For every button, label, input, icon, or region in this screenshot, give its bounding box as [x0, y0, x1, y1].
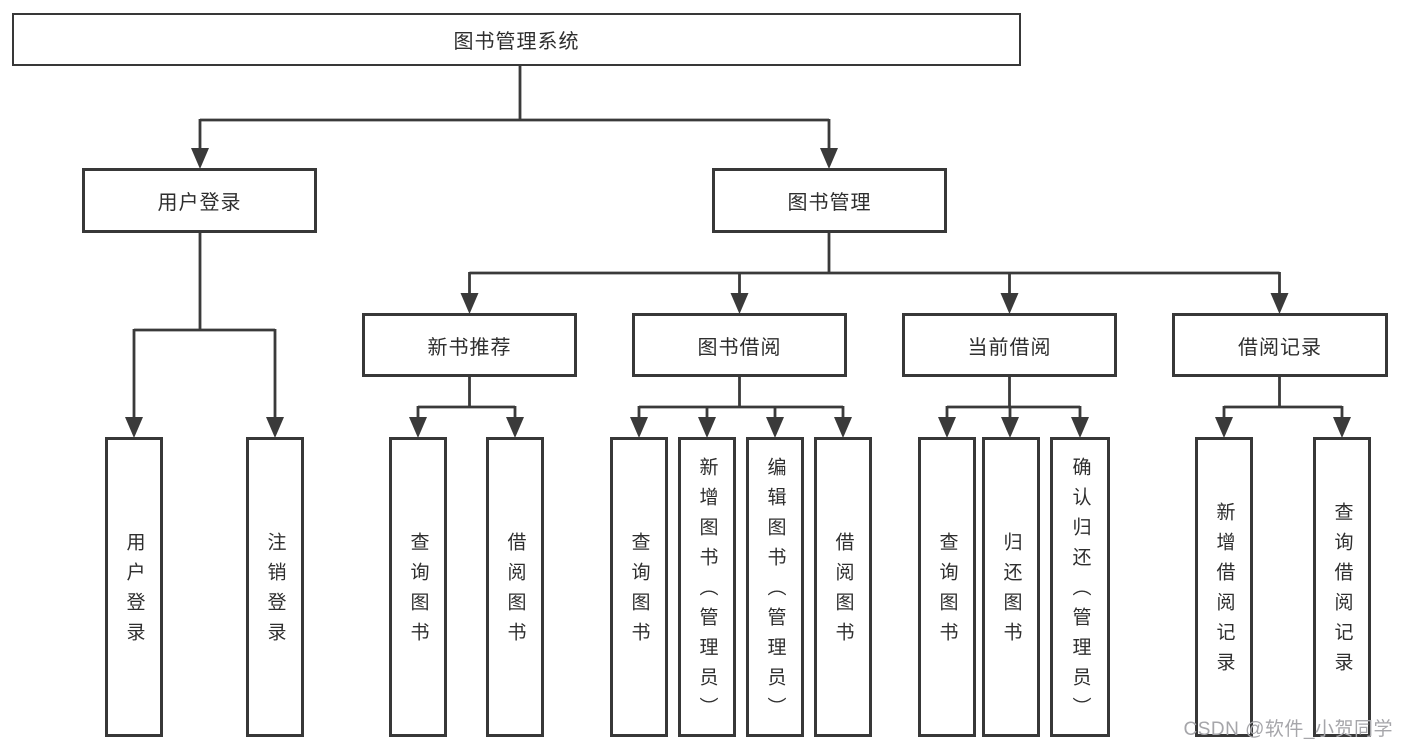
leaf-user-login-label: 用户登录	[123, 532, 145, 652]
arrowhead-b1	[409, 417, 427, 438]
arrowheads	[125, 148, 1351, 438]
leaf-add-borrow-record-label: 新增借阅记录	[1213, 502, 1235, 682]
arrowhead-c4	[834, 417, 852, 438]
node-book-mgmt-label: 图书管理	[787, 192, 872, 214]
leaf-return-books-label: 归还图书	[1000, 532, 1022, 652]
node-book-mgmt: 图书管理	[712, 168, 947, 233]
node-root: 图书管理系统	[12, 13, 1021, 66]
arrowhead-a2	[266, 417, 284, 438]
arrowhead-user-login	[191, 148, 209, 169]
leaf-confirm-return-admin: 确认归还（管理员）	[1050, 437, 1110, 737]
leaf-logout-label: 注销登录	[264, 532, 286, 652]
arrowhead-new-books	[460, 293, 479, 314]
node-records-label: 借阅记录	[1238, 336, 1322, 359]
leaf-query-books-current: 查询图书	[918, 437, 976, 737]
leaf-query-books-newrec: 查询图书	[389, 437, 447, 737]
node-user-login-label: 用户登录	[157, 192, 242, 214]
leaf-user-login: 用户登录	[105, 437, 163, 737]
leaf-add-books-admin-label: 新增图书（管理员）	[696, 457, 718, 727]
node-borrowing-label: 图书借阅	[697, 336, 782, 359]
node-current: 当前借阅	[902, 313, 1117, 377]
leaf-add-borrow-record: 新增借阅记录	[1195, 437, 1253, 737]
node-current-label: 当前借阅	[967, 336, 1052, 359]
node-borrowing: 图书借阅	[632, 313, 847, 377]
arrowhead-c3	[766, 417, 784, 438]
arrowhead-c2	[698, 417, 716, 438]
leaf-confirm-return-admin-label: 确认归还（管理员）	[1069, 457, 1091, 727]
arrowhead-c1	[630, 417, 648, 438]
arrowhead-e1	[1215, 417, 1233, 438]
arrowhead-b2	[506, 417, 524, 438]
arrowhead-a1	[125, 417, 143, 438]
leaf-add-books-admin: 新增图书（管理员）	[678, 437, 736, 737]
arrowhead-d3	[1071, 417, 1089, 438]
arrowhead-book-mgmt	[820, 148, 838, 169]
arrowhead-d2	[1001, 417, 1019, 438]
leaf-edit-books-admin: 编辑图书（管理员）	[746, 437, 804, 737]
node-user-login: 用户登录	[82, 168, 317, 233]
node-records: 借阅记录	[1172, 313, 1388, 377]
arrowhead-current	[1000, 293, 1019, 314]
leaf-query-borrow-record: 查询借阅记录	[1313, 437, 1371, 737]
leaf-borrow-books-newrec: 借阅图书	[486, 437, 544, 737]
arrowhead-borrowing	[730, 293, 749, 314]
leaf-return-books: 归还图书	[982, 437, 1040, 737]
leaf-borrow-books-newrec-label: 借阅图书	[504, 532, 526, 652]
leaf-borrow-books-borrowing: 借阅图书	[814, 437, 872, 737]
arrowhead-records	[1270, 293, 1289, 314]
leaf-query-borrow-record-label: 查询借阅记录	[1331, 502, 1353, 682]
arrowhead-d1	[938, 417, 956, 438]
leaf-query-books-borrowing-label: 查询图书	[628, 532, 650, 652]
node-new-books: 新书推荐	[362, 313, 577, 377]
leaf-query-books-current-label: 查询图书	[936, 532, 958, 652]
leaf-edit-books-admin-label: 编辑图书（管理员）	[764, 457, 786, 727]
leaf-logout: 注销登录	[246, 437, 304, 737]
leaf-query-books-borrowing: 查询图书	[610, 437, 668, 737]
connector-paths	[132, 66, 1344, 419]
node-new-books-label: 新书推荐	[427, 336, 512, 359]
node-root-label: 图书管理系统	[453, 31, 580, 53]
leaf-borrow-books-borrowing-label: 借阅图书	[832, 532, 854, 652]
leaf-query-books-newrec-label: 查询图书	[407, 532, 429, 652]
arrowhead-e2	[1333, 417, 1351, 438]
csdn-watermark: CSDN @软件_小贺同学	[1183, 719, 1393, 740]
